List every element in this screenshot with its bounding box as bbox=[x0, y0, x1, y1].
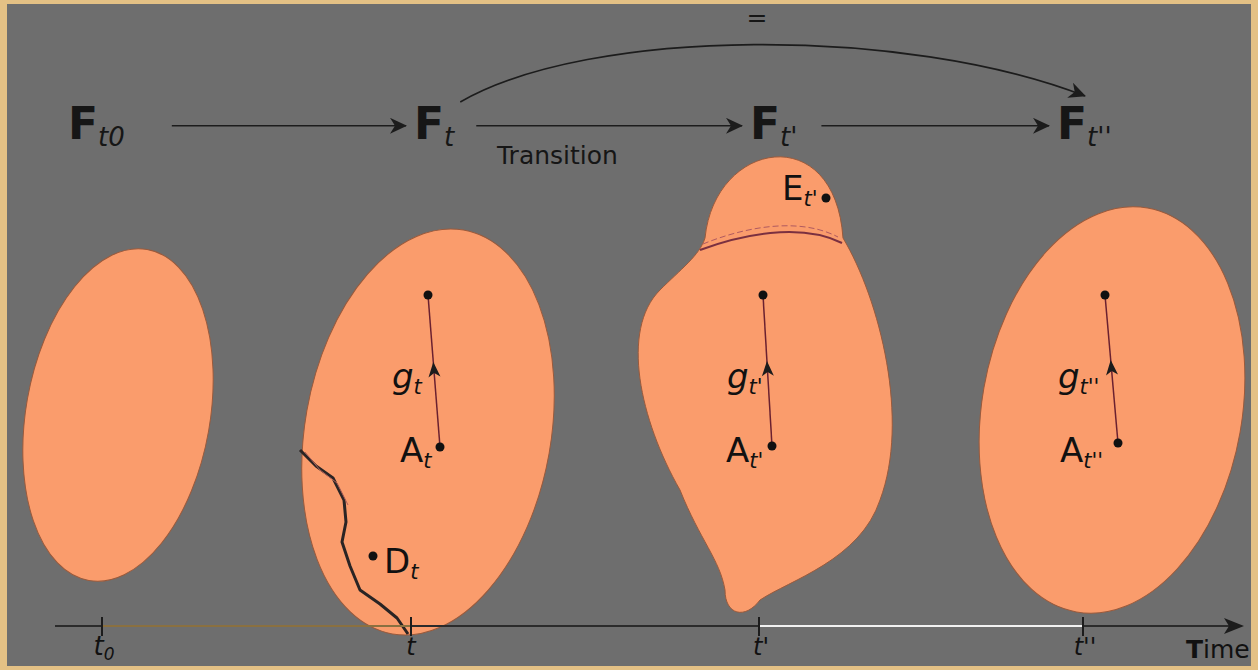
tick-label: t'' bbox=[1074, 634, 1097, 660]
symbol-label: At' bbox=[726, 432, 763, 473]
vector-arrowhead bbox=[427, 362, 440, 378]
edge-label: Transition bbox=[497, 142, 618, 170]
body-shape: gtAtDt bbox=[298, 225, 558, 639]
symbol-label: At bbox=[400, 432, 432, 473]
time-axis bbox=[102, 625, 411, 627]
symbol-label: gt' bbox=[727, 358, 763, 399]
state-label: Ft' bbox=[748, 100, 799, 152]
crack-line bbox=[300, 450, 408, 634]
vector-line bbox=[1105, 295, 1118, 443]
symbol-label: gt'' bbox=[1058, 358, 1099, 399]
symbol-label: Ft bbox=[412, 100, 456, 152]
state-label: Ft bbox=[412, 100, 456, 152]
edge-label: = bbox=[747, 4, 768, 32]
point-dot bbox=[768, 442, 777, 451]
point-dot bbox=[822, 194, 831, 203]
transition-arrow bbox=[821, 125, 1049, 127]
tick-label: t bbox=[406, 634, 415, 660]
body-outline bbox=[975, 203, 1249, 617]
axis-title: Time bbox=[1186, 636, 1250, 664]
point-dot bbox=[436, 443, 445, 452]
state-label: Ft'' bbox=[1055, 100, 1114, 152]
transition-arrow bbox=[476, 125, 742, 127]
point-dot bbox=[759, 291, 768, 300]
symbol-label: Ft'' bbox=[1055, 100, 1114, 152]
body-outline bbox=[618, 148, 914, 622]
symbol-label: Ft' bbox=[748, 100, 799, 152]
state-label: Ft0 bbox=[66, 100, 127, 152]
symbol-label: Et' bbox=[782, 170, 818, 211]
body-shape: Et' gt' At' bbox=[618, 148, 914, 622]
vector-arrowhead bbox=[1105, 360, 1118, 376]
body-shape bbox=[0, 234, 238, 597]
point-dot bbox=[424, 291, 433, 300]
vector-arrowhead bbox=[761, 361, 774, 377]
axis-arrowhead bbox=[1224, 618, 1244, 634]
point-dot bbox=[1114, 439, 1123, 448]
symbol-label: At'' bbox=[1060, 432, 1103, 473]
crack-line bbox=[305, 452, 348, 505]
tick-label: t' bbox=[753, 634, 769, 660]
point-dot bbox=[1101, 291, 1110, 300]
boundary-line bbox=[700, 232, 842, 250]
time-axis bbox=[759, 625, 1083, 627]
symbol-label: Ft0 bbox=[66, 100, 127, 152]
tick-label: t0 bbox=[93, 632, 114, 664]
vector-line bbox=[763, 295, 772, 446]
boundary-line bbox=[703, 226, 838, 244]
body-shape: gt'' At'' bbox=[975, 203, 1249, 617]
symbol-label: Dt bbox=[384, 543, 418, 584]
vector-line bbox=[428, 295, 440, 447]
time-axis bbox=[55, 625, 1230, 627]
symbol-label: gt bbox=[392, 358, 422, 399]
transition-arrow bbox=[172, 125, 406, 127]
transition-arrow bbox=[460, 45, 1085, 102]
point-dot bbox=[369, 552, 378, 561]
body-outline bbox=[298, 225, 558, 639]
